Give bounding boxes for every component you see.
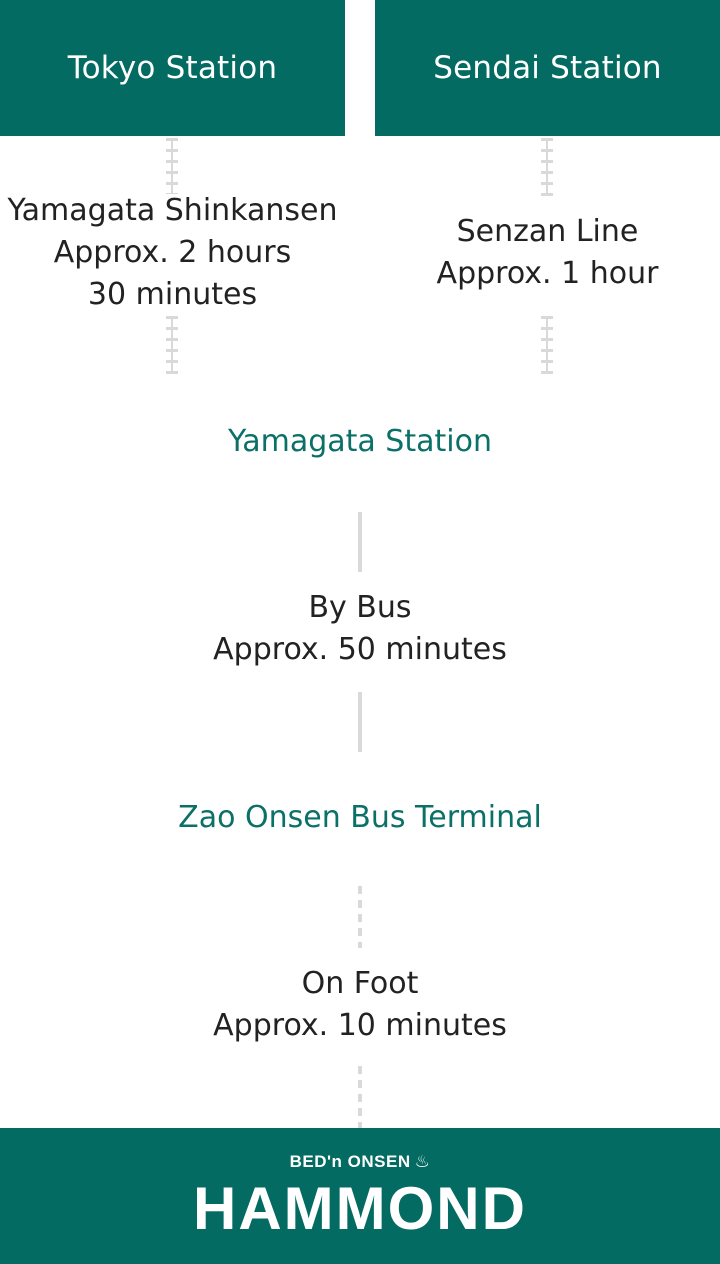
brand-logo-text: HAMMOND bbox=[193, 1175, 527, 1242]
foot-mode: On Foot bbox=[301, 966, 419, 1001]
origin-tokyo-station: Tokyo Station bbox=[0, 0, 345, 136]
route-sendai-info: Senzan Line Approx. 1 hour bbox=[375, 211, 720, 295]
origin-sendai-station: Sendai Station bbox=[375, 0, 720, 136]
route-tokyo-line: Yamagata Shinkansen bbox=[7, 193, 338, 228]
rail-line-right-bottom bbox=[541, 316, 553, 374]
foot-duration: Approx. 10 minutes bbox=[213, 1008, 507, 1043]
hot-spring-icon: ♨ bbox=[414, 1152, 431, 1171]
rail-line-left-top bbox=[166, 138, 178, 194]
bus-duration: Approx. 50 minutes bbox=[213, 632, 507, 667]
route-tokyo-duration-1: Approx. 2 hours bbox=[53, 235, 292, 270]
bus-line-bottom bbox=[358, 692, 362, 752]
route-sendai-duration: Approx. 1 hour bbox=[436, 256, 659, 291]
foot-info: On Foot Approx. 10 minutes bbox=[0, 963, 720, 1047]
yamagata-station-label: Yamagata Station bbox=[228, 424, 492, 459]
route-tokyo-duration-2: 30 minutes bbox=[87, 277, 258, 312]
route-tokyo-info: Yamagata Shinkansen Approx. 2 hours 30 m… bbox=[0, 190, 345, 316]
brand-subtitle-text: BED'n ONSEN bbox=[289, 1152, 411, 1171]
route-sendai-line: Senzan Line bbox=[456, 214, 639, 249]
origin-tokyo-label: Tokyo Station bbox=[67, 50, 278, 86]
foot-line-top bbox=[358, 886, 362, 948]
origin-sendai-label: Sendai Station bbox=[433, 50, 662, 86]
bus-mode: By Bus bbox=[308, 590, 412, 625]
foot-line-bottom bbox=[358, 1066, 362, 1128]
rail-line-left-bottom bbox=[166, 316, 178, 374]
bus-line-top bbox=[358, 512, 362, 572]
brand-subtitle: BED'n ONSEN♨ bbox=[0, 1152, 720, 1172]
rail-line-right-top bbox=[541, 138, 553, 196]
destination-hammond: BED'n ONSEN♨ HAMMOND bbox=[0, 1128, 720, 1264]
bus-info: By Bus Approx. 50 minutes bbox=[0, 587, 720, 671]
bus-terminal-label: Zao Onsen Bus Terminal bbox=[178, 800, 542, 835]
